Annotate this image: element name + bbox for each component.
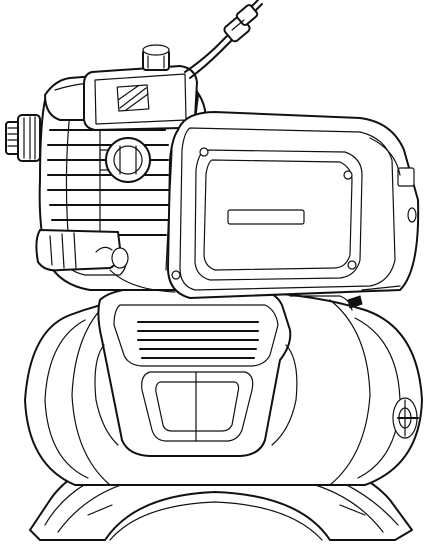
inlet-fitting xyxy=(5,114,41,162)
outlet-fitting xyxy=(99,137,151,183)
pressure-switch xyxy=(83,44,198,131)
drain-pipe xyxy=(35,229,129,272)
controller-housing xyxy=(165,111,420,299)
power-cord xyxy=(184,0,263,79)
front-handle-panel xyxy=(94,287,298,457)
mount-bracket xyxy=(109,269,363,311)
